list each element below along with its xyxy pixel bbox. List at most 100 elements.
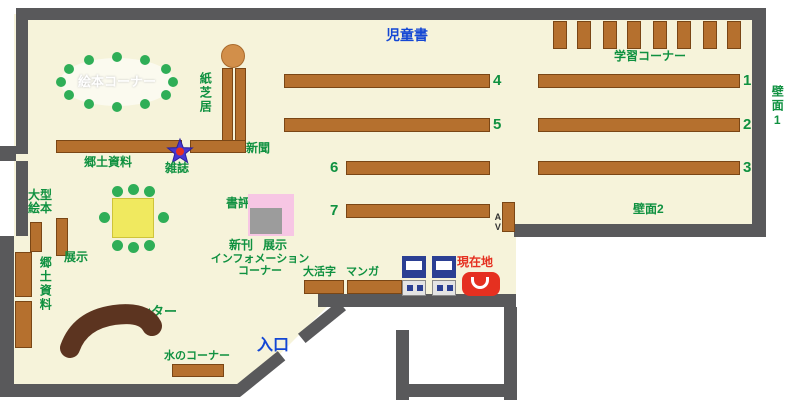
wall-left-lower xyxy=(0,236,14,396)
chair xyxy=(112,240,123,251)
local-materials-shelf-top xyxy=(56,140,182,153)
label-magazines: 雑誌 xyxy=(165,161,190,175)
exhibit-stand-inner xyxy=(250,208,282,234)
wall-corridor-right xyxy=(504,307,517,400)
label-current-location: 現在地 xyxy=(457,255,494,269)
cloud-dot xyxy=(140,99,150,109)
cloud-dot xyxy=(161,64,171,74)
shelf-1 xyxy=(538,74,740,88)
shelf-5 xyxy=(284,118,490,132)
label-local-materials-top: 郷土資料 xyxy=(84,155,133,169)
wall-right xyxy=(752,8,766,234)
shelf-number-2: 2 xyxy=(743,116,752,133)
wall-corridor-bottom xyxy=(396,384,517,397)
wall-right-bottom xyxy=(514,224,766,237)
label-exhibit-center: 展示 xyxy=(263,238,288,252)
counter-desk xyxy=(60,304,162,358)
shelf-number-3: 3 xyxy=(743,159,752,176)
label-picture-book-corner: 絵本コーナー xyxy=(77,74,156,89)
label-children-books: 児童書 xyxy=(386,27,428,43)
study-desk xyxy=(627,21,641,49)
label-information-line2: コーナー xyxy=(238,265,282,278)
label-water-corner: 水のコーナー xyxy=(164,350,230,362)
cloud-dot xyxy=(112,102,122,112)
study-desk xyxy=(703,21,717,49)
chair xyxy=(144,240,155,251)
cloud-dot xyxy=(84,99,94,109)
opac-terminal-icon xyxy=(432,256,456,278)
chair xyxy=(112,186,123,197)
shelf-number-7: 7 xyxy=(330,202,339,219)
label-new-books: 新刊 xyxy=(229,238,254,252)
opac-terminal-icon xyxy=(402,256,426,278)
wall-left-upper xyxy=(16,8,28,154)
label-newspaper: 新聞 xyxy=(246,141,271,155)
label-exhibit-left: 展示 xyxy=(64,250,89,264)
shelf-number-6: 6 xyxy=(330,159,339,176)
label-local-materials-left: 郷土資料 xyxy=(38,256,53,312)
cloud-dot xyxy=(64,90,74,100)
wall-left-bump xyxy=(0,146,16,161)
label-entrance: 入口 xyxy=(257,337,290,354)
label-information-corner: インフォメーション コーナー xyxy=(208,253,312,277)
cloud-dot xyxy=(140,55,150,65)
current-location-icon xyxy=(462,272,500,296)
label-book-reviews: 書評 xyxy=(226,196,251,210)
shelf-4 xyxy=(284,74,490,88)
kamishibai-shelf-left xyxy=(222,68,233,148)
shelf-number-5: 5 xyxy=(493,116,502,133)
cloud-dot xyxy=(161,90,171,100)
label-manga: マンガ xyxy=(346,266,379,278)
opac-terminal-base xyxy=(432,280,456,296)
chair xyxy=(158,212,169,223)
study-desk xyxy=(577,21,591,49)
cloud-dot xyxy=(112,52,122,62)
round-table xyxy=(221,44,245,68)
cloud-dot xyxy=(168,77,178,87)
chair xyxy=(99,212,110,223)
manga-shelf xyxy=(347,280,402,294)
large-picture-books-shelf-b xyxy=(56,218,68,256)
wall-left-mid xyxy=(16,161,28,236)
large-picture-books-shelf-a xyxy=(30,222,42,252)
local-materials-shelf-left-a xyxy=(15,252,32,297)
study-desk xyxy=(603,21,617,49)
opac-terminal-base xyxy=(402,280,426,296)
local-materials-shelf-left-b xyxy=(15,301,32,348)
label-av: AV xyxy=(492,212,503,232)
label-information-line1: インフォメーション xyxy=(210,253,310,265)
chair xyxy=(144,186,155,197)
opac-screen xyxy=(406,261,422,270)
av-shelf xyxy=(502,202,515,232)
cloud-dot xyxy=(84,55,94,65)
current-location-arc xyxy=(471,277,489,289)
label-large-picture-books: 大型絵本 xyxy=(28,188,53,216)
shelf-7 xyxy=(346,204,490,218)
wall-corridor-left xyxy=(396,330,409,400)
shelf-number-4: 4 xyxy=(493,72,502,89)
shelf-6 xyxy=(346,161,490,175)
large-print-shelf xyxy=(304,280,344,294)
label-study-corner: 学習コーナー xyxy=(614,49,687,63)
chair xyxy=(128,242,139,253)
study-desk xyxy=(677,21,691,49)
label-kamishibai: 紙芝居 xyxy=(198,72,213,114)
water-corner-shelf xyxy=(172,364,224,377)
cloud-dot xyxy=(64,64,74,74)
label-wall-1: 壁面1 xyxy=(770,85,785,129)
label-large-print: 大活字 xyxy=(303,266,336,278)
cloud-dot xyxy=(56,77,66,87)
chair xyxy=(128,184,139,195)
newspaper-shelf xyxy=(190,140,246,153)
kamishibai-shelf-right xyxy=(235,68,246,148)
shelf-number-1: 1 xyxy=(743,72,752,89)
magazines-star-icon xyxy=(166,137,194,164)
opac-screen xyxy=(436,261,452,270)
study-desk xyxy=(553,21,567,49)
shelf-3 xyxy=(538,161,740,175)
wall-bottom-left xyxy=(0,384,240,397)
reading-table xyxy=(112,198,154,238)
study-desk xyxy=(653,21,667,49)
shelf-2 xyxy=(538,118,740,132)
